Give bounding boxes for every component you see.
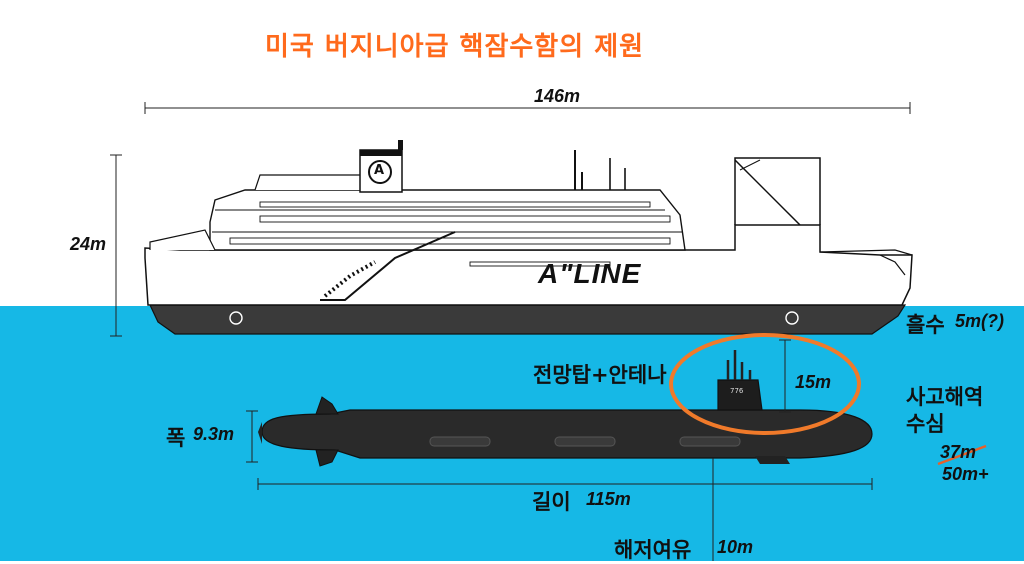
submarine-sail <box>717 379 763 411</box>
depth-label: 수심 <box>906 412 945 436</box>
accident-site-label: 사고해역 <box>906 385 984 409</box>
sail-label: 전망탑+안테나 <box>533 363 667 387</box>
draft-label: 흘수 <box>906 313 945 337</box>
submarine-illustration <box>258 350 873 467</box>
ferry-superstructure <box>209 189 686 251</box>
submarine-hull-number: 776 <box>730 387 744 395</box>
submarine-length-value: 115m <box>586 489 631 509</box>
ferry-height-label: 24m <box>70 234 107 254</box>
clearance-value: 10m <box>717 537 754 557</box>
beam-value: 9.3m <box>193 424 235 444</box>
draft-value: 5m(?) <box>955 311 1004 331</box>
new-depth-value: 50m+ <box>942 464 989 484</box>
sail-highlight-ellipse <box>669 333 861 435</box>
dimension-lines <box>110 102 911 561</box>
ferry-hull-brand: A"LINE <box>538 258 642 289</box>
old-depth-value: 37m <box>940 442 977 462</box>
submarine-length-label: 길이 <box>532 490 571 514</box>
page-title: 미국 버지니아급 핵잠수함의 제원 <box>265 32 645 62</box>
ferry-illustration <box>144 140 913 335</box>
ferry-windows <box>229 201 671 267</box>
clearance-label: 해저여유 <box>614 538 692 562</box>
sail-height-value: 15m <box>795 372 832 392</box>
ferry-logo-letter: A <box>374 163 385 178</box>
beam-label: 폭 <box>166 426 186 450</box>
ferry-underwater-hull <box>149 304 907 335</box>
ferry-length-label: 146m <box>534 86 581 106</box>
old-depth-strike <box>937 444 987 466</box>
